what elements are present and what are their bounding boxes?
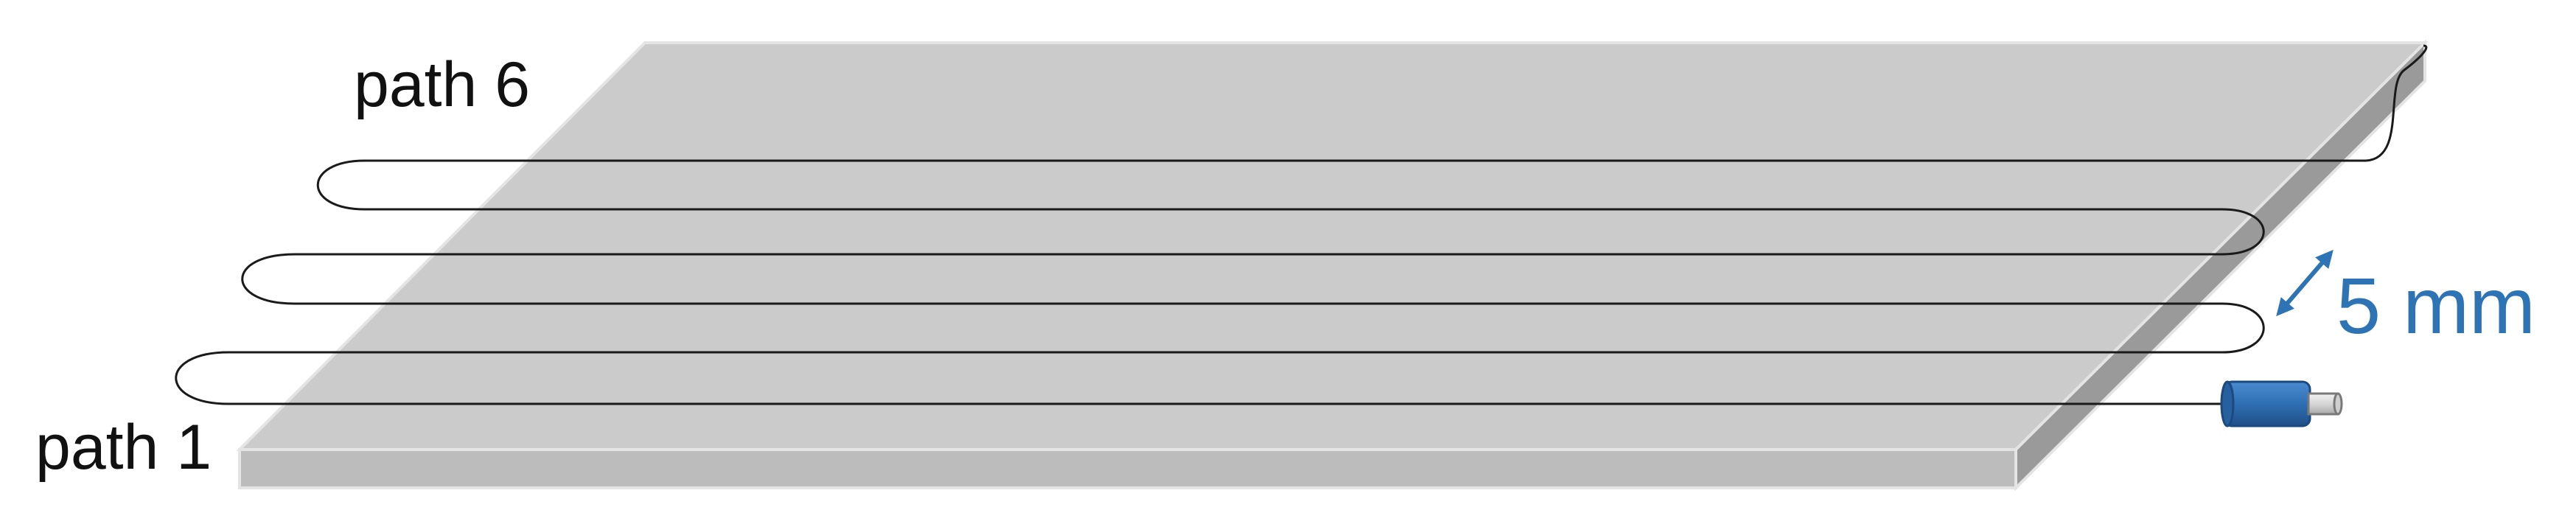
path-1-label: path 1	[35, 412, 212, 483]
plate-front-edge	[238, 448, 2017, 489]
spacing-label: 5 mm	[2336, 261, 2535, 350]
fiber-connector-icon	[2220, 380, 2343, 427]
plate-side-edge	[2014, 39, 2426, 492]
fiber-path	[175, 44, 2428, 405]
path-6-label: path 6	[354, 49, 530, 120]
double-arrow-icon	[2276, 249, 2334, 317]
